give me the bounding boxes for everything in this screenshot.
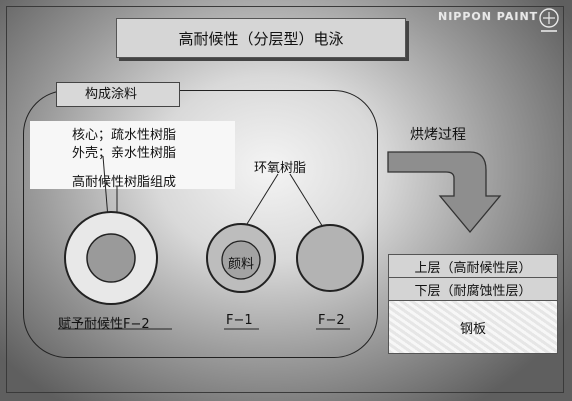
composition-container	[23, 90, 378, 358]
steel-plate: 钢板	[389, 301, 557, 353]
pointer-epoxy-f2	[289, 173, 327, 233]
resin-note-box	[30, 121, 235, 189]
note-shell: 外壳；亲水性树脂	[72, 146, 177, 161]
pointer-epoxy-f1	[241, 173, 279, 233]
epoxy-label: 环氧树脂	[254, 161, 307, 176]
pigment-label: 颜料	[228, 257, 255, 272]
pigment-core	[221, 240, 261, 280]
baking-process-label: 烘烤过程	[410, 127, 466, 143]
nippon-paint-logo: NIPPON PAINT	[438, 6, 564, 36]
slide-frame	[6, 6, 564, 393]
baking-arrow-icon	[387, 151, 502, 234]
upper-layer: 上层（高耐候性层）	[389, 255, 557, 278]
logo-emblem-icon	[539, 8, 559, 32]
particle-f2	[296, 224, 364, 292]
coated-steel-panel: 上层（高耐候性层） 下层（耐腐蚀性层） 钢板	[388, 254, 558, 354]
lower-layer: 下层（耐腐蚀性层）	[389, 278, 557, 301]
item-label-f1: F−1	[226, 313, 253, 328]
logo-wordmark: NIPPON PAINT	[438, 10, 539, 23]
composition-label: 构成涂料	[56, 82, 180, 107]
steel-label: 钢板	[459, 321, 486, 337]
layered-particle-core	[86, 233, 136, 283]
note-core: 核心；疏水性树脂	[72, 128, 177, 143]
title-text: 高耐候性（分层型）电泳	[178, 29, 344, 48]
item-label-layered: 赋予耐候性F−2	[58, 317, 150, 332]
note-resin: 高耐候性树脂组成	[72, 175, 177, 190]
item-label-f2: F−2	[318, 313, 345, 328]
page-title: 高耐候性（分层型）电泳	[116, 18, 406, 58]
